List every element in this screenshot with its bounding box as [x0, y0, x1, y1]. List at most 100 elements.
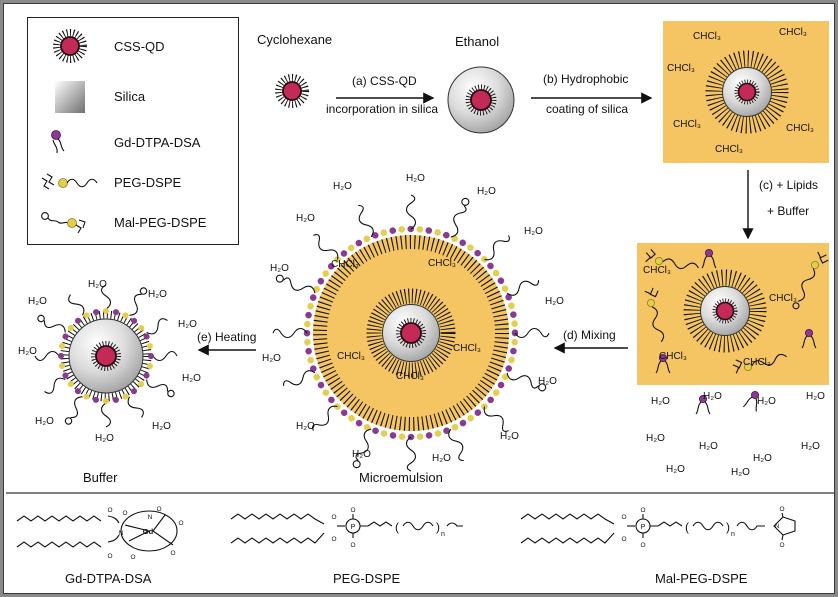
silica-icon [55, 80, 85, 113]
legend-item-gd-dtpa-dsa: Gd-DTPA-DSA [38, 127, 228, 157]
svg-text:O: O [130, 554, 135, 561]
chcl3-label: CHCl₃ [693, 31, 721, 42]
svg-text:): ) [436, 520, 440, 534]
h2o-label: H₂O [152, 421, 171, 432]
h2o-label: H₂O [703, 391, 722, 402]
h2o-label: H₂O [545, 296, 564, 307]
final-particle-in-buffer [34, 284, 178, 428]
svg-text:O: O [331, 536, 336, 543]
gd-dtpa-dsa-structure: O O O O O O O N N Gd [16, 506, 184, 561]
chcl3-label: CHCl₃ [786, 123, 814, 134]
svg-text:Gd: Gd [143, 527, 154, 536]
microemulsion-label: Microemulsion [359, 470, 443, 485]
svg-text:N: N [119, 530, 124, 537]
lipid-tails-ring [313, 235, 509, 431]
svg-text:O: O [779, 506, 784, 513]
legend-panel: CSS-QD Silica Gd-DTPA-DSA PEG-DSPE [27, 17, 239, 245]
css-qd-icon [53, 29, 87, 63]
legend-label: PEG-DSPE [114, 175, 182, 190]
cyclohexane-label: Cyclohexane [257, 32, 333, 47]
css-qd-in-cyclohexane [275, 74, 309, 108]
peg-dspe-structure: O O O O P ( ) n [230, 507, 463, 549]
h2o-label: H₂O [262, 353, 281, 364]
svg-text:O: O [107, 507, 112, 514]
chcl3-label: CHCl₃ [453, 343, 481, 354]
chcl3-label: CHCl₃ [673, 119, 701, 130]
chcl3-label: CHCl₃ [769, 293, 797, 304]
h2o-label: H₂O [28, 296, 47, 307]
svg-text:O: O [107, 553, 112, 560]
svg-text:n: n [441, 531, 445, 538]
gd-dtpa-dsa-label: Gd-DTPA-DSA [65, 571, 152, 586]
svg-text:(: ( [685, 520, 689, 534]
h2o-label: H₂O [182, 373, 201, 384]
lipid-headgroups-yellow [58, 308, 154, 404]
h2o-label: H₂O [806, 391, 825, 402]
h2o-label: H₂O [18, 346, 37, 357]
mal-peg-dspe-icon [41, 212, 86, 234]
h2o-label: H₂O [753, 453, 772, 464]
h2o-label: H₂O [352, 449, 371, 460]
step-d-label: (d) Mixing [563, 328, 616, 342]
svg-text:P: P [641, 524, 646, 531]
chloroform-box-2 [637, 243, 830, 385]
svg-text:): ) [726, 520, 730, 534]
legend-label: Gd-DTPA-DSA [114, 134, 201, 150]
lipid-headgroups-purple [58, 308, 154, 404]
chloroform-box-1 [663, 21, 829, 163]
h2o-label: H₂O [270, 263, 289, 274]
step-e-label: (e) Heating [197, 330, 257, 344]
chcl3-label: CHCl₃ [667, 63, 695, 74]
legend-item-css-qd: CSS-QD [38, 26, 228, 66]
buffer-label: Buffer [83, 470, 118, 485]
step-a-label-line1: (a) CSS-QD [352, 74, 417, 88]
chcl3-label: CHCl₃ [715, 144, 743, 155]
h2o-label: H₂O [178, 319, 197, 330]
h2o-label: H₂O [148, 289, 167, 300]
h2o-label: H₂O [801, 441, 820, 452]
svg-text:O: O [156, 506, 161, 513]
h2o-label: H₂O [524, 226, 543, 237]
svg-text:O: O [640, 542, 645, 549]
svg-text:N: N [775, 524, 779, 530]
svg-text:O: O [621, 514, 626, 521]
step-c-label-line2: + Buffer [767, 204, 810, 218]
svg-text:O: O [779, 542, 784, 549]
legend-label: Silica [114, 89, 146, 104]
svg-text:O: O [621, 536, 626, 543]
svg-text:P: P [351, 524, 356, 531]
h2o-label: H₂O [538, 376, 557, 387]
svg-text:O: O [178, 520, 183, 527]
h2o-label: H₂O [500, 431, 519, 442]
h2o-label: H₂O [651, 396, 670, 407]
chcl3-label: CHCl₃ [743, 357, 771, 368]
step-b-label-line2: coating of silica [546, 102, 629, 116]
ethanol-label: Ethanol [455, 34, 500, 49]
chcl3-label: CHCl₃ [331, 259, 359, 270]
h2o-label: H₂O [757, 396, 776, 407]
legend-label: Mal-PEG-DSPE [114, 214, 207, 230]
microemulsion-particle [272, 194, 550, 472]
svg-text:O: O [170, 550, 175, 557]
svg-text:O: O [350, 542, 355, 549]
peg-dspe-label: PEG-DSPE [333, 571, 401, 586]
svg-text:O: O [331, 514, 336, 521]
step-b-label-line1: (b) Hydrophobic [543, 72, 629, 86]
h2o-label: H₂O [699, 441, 718, 452]
mal-peg-dspe-label: Mal-PEG-DSPE [655, 571, 748, 586]
chcl3-label: CHCl₃ [396, 371, 424, 382]
chcl3-label: CHCl₃ [779, 27, 807, 38]
chcl3-label: CHCl₃ [643, 265, 671, 276]
h2o-label: H₂O [95, 433, 114, 444]
svg-text:(: ( [395, 520, 399, 534]
h2o-label: H₂O [296, 421, 315, 432]
legend-item-silica: Silica [38, 79, 228, 115]
svg-text:N: N [148, 514, 153, 521]
legend-item-mal-peg-dspe: Mal-PEG-DSPE [38, 208, 228, 236]
svg-text:O: O [122, 510, 127, 517]
legend-label: CSS-QD [114, 38, 165, 54]
hydrophobic-coating-icon [705, 50, 789, 134]
h2o-label: H₂O [646, 433, 665, 444]
h2o-label: H₂O [333, 181, 352, 192]
